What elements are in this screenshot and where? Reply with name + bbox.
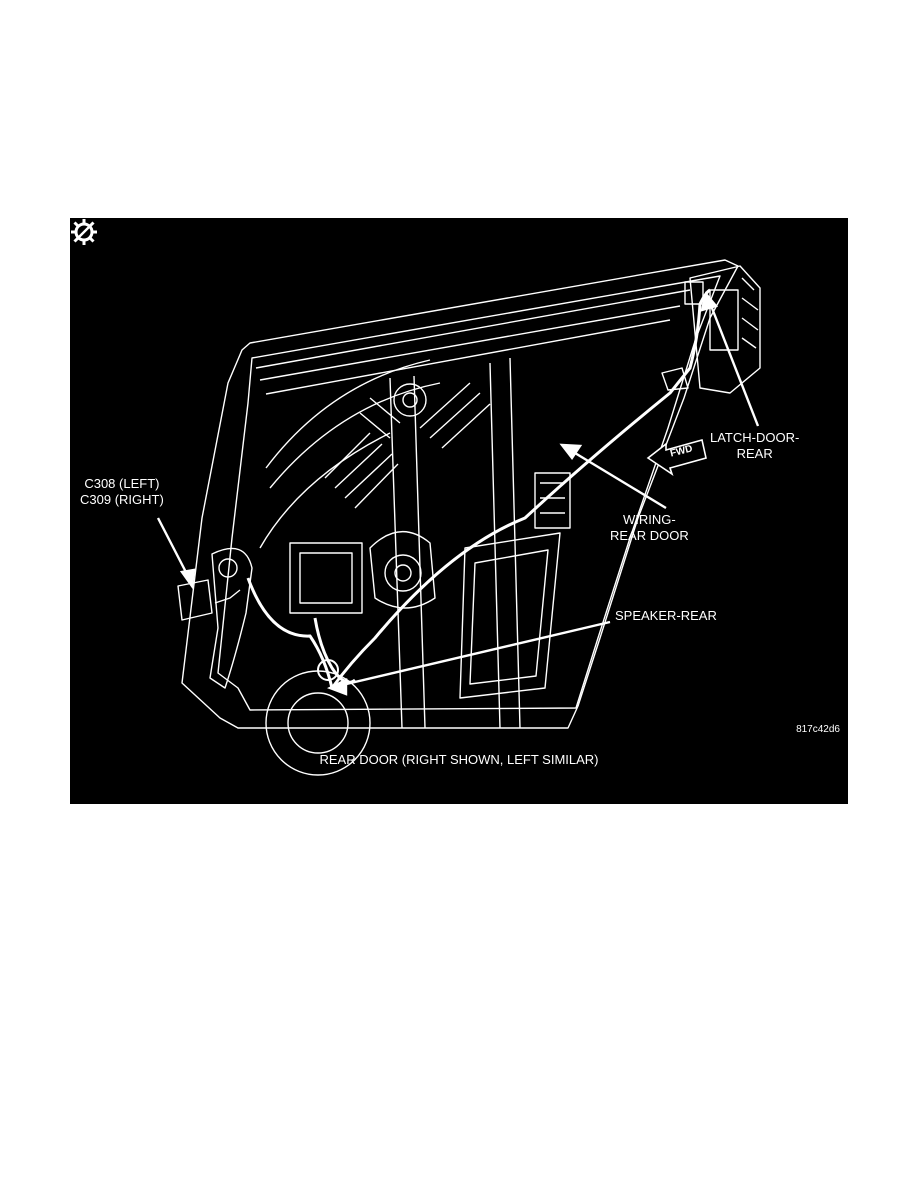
fwd-arrow-icon bbox=[646, 439, 707, 476]
callout-c309-text: C309 (RIGHT) bbox=[80, 492, 164, 507]
callout-latch-line1: LATCH-DOOR- bbox=[710, 430, 800, 445]
regulator-rail-right bbox=[489, 357, 521, 729]
figure-caption: REAR DOOR (RIGHT SHOWN, LEFT SIMILAR) bbox=[319, 752, 599, 767]
window-glass-arc bbox=[259, 359, 441, 549]
leader-connector bbox=[156, 517, 192, 581]
leader-wiring bbox=[569, 448, 667, 510]
callout-wiring-line1: WIRING- bbox=[623, 512, 676, 527]
door-inner-frame bbox=[217, 275, 721, 711]
latch-housing bbox=[689, 265, 761, 394]
mid-harness-connector bbox=[534, 472, 571, 529]
callout-c308-c309: C308 (LEFT) C309 (RIGHT) bbox=[80, 476, 164, 508]
latch-wire-clip bbox=[661, 367, 689, 391]
lower-panel bbox=[459, 532, 561, 699]
latch-connector bbox=[684, 281, 704, 305]
regulator-rail-left bbox=[389, 375, 426, 729]
motor-housing bbox=[369, 530, 436, 609]
callout-latch-door-rear: LATCH-DOOR- REAR bbox=[710, 430, 799, 462]
window-frame-top bbox=[255, 289, 691, 395]
callout-speaker-rear: SPEAKER-REAR bbox=[615, 608, 717, 624]
callout-wiring-rear-door: WIRING- REAR DOOR bbox=[610, 512, 689, 544]
diagram-panel: C308 (LEFT) C309 (RIGHT) LATCH-DOOR- REA… bbox=[70, 218, 848, 804]
regulator-pulley bbox=[393, 383, 427, 417]
leader-speaker bbox=[337, 620, 611, 688]
speaker-connector bbox=[317, 659, 339, 681]
reinforcement-ribs bbox=[324, 382, 491, 509]
c308-bracket bbox=[209, 547, 253, 689]
wiring-harness bbox=[246, 288, 711, 689]
c308-connector-body bbox=[177, 579, 213, 621]
figure-code: 817c42d6 bbox=[796, 724, 840, 735]
callout-latch-line2: REAR bbox=[736, 446, 773, 461]
inner-module-plate bbox=[289, 542, 363, 614]
callout-c308-text: C308 (LEFT) bbox=[84, 476, 160, 491]
door-illustration bbox=[156, 259, 761, 776]
wiring-harness-branch bbox=[313, 617, 356, 684]
door-outer-frame bbox=[181, 259, 739, 729]
leader-latch bbox=[708, 302, 760, 427]
callout-speaker-text: SPEAKER-REAR bbox=[615, 608, 717, 623]
gear-wrench-icon bbox=[71, 219, 97, 245]
callout-wiring-line2: REAR DOOR bbox=[610, 528, 689, 543]
